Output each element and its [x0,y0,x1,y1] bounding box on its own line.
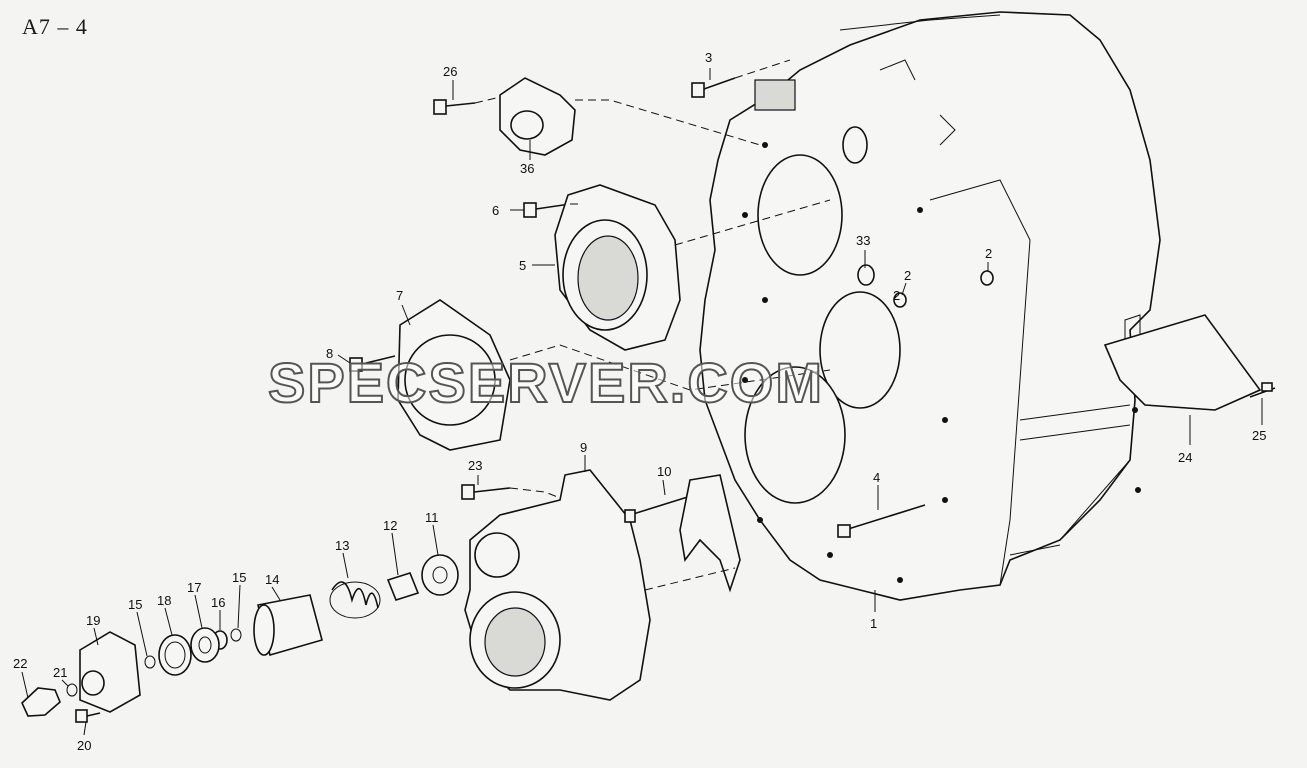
callout-33: 33 [856,233,870,248]
cover-19 [79,631,141,713]
o-ring-21 [66,683,78,697]
bolt-26 [433,99,476,115]
callout-1: 1 [870,616,877,631]
piston-14 [253,594,323,657]
callout-4: 4 [873,470,880,485]
bottom-cover-plate [1103,314,1262,411]
spring-13 [329,581,381,619]
end-cover-7 [397,299,511,451]
bolt-8 [349,355,396,372]
callout-24: 24 [1178,450,1192,465]
callout-26: 26 [443,64,457,79]
o-ring-15a [230,628,242,642]
callout-2a: 2 [985,246,992,261]
callout-12: 12 [383,518,397,533]
seal-17 [190,627,220,663]
callout-15a: 15 [128,597,142,612]
callout-7: 7 [396,288,403,303]
bolt-3 [691,77,736,98]
watermark: SPECSERVER.COM [267,350,824,415]
callout-3: 3 [705,50,712,65]
callout-8: 8 [326,346,333,361]
ring-18 [158,634,192,676]
callout-15b: 15 [232,570,246,585]
o-ring-15b [144,655,156,669]
callout-23: 23 [468,458,482,473]
bearing-cover-5 [554,184,681,351]
long-bolt-4 [837,504,926,538]
callout-25: 25 [1252,428,1266,443]
shift-rod-10 [624,474,741,593]
callout-14: 14 [265,572,279,587]
valve-22 [21,687,61,717]
callout-20: 20 [77,738,91,753]
callout-36: 36 [520,161,534,176]
callout-21: 21 [53,665,67,680]
callout-17: 17 [187,580,201,595]
callout-10: 10 [657,464,671,479]
callout-19: 19 [86,613,100,628]
bolt-20 [75,709,101,723]
callout-16: 16 [211,595,225,610]
transmission-housing [699,11,1161,601]
callout-labels: 1 2 2 2 3 4 5 6 7 8 9 10 11 12 13 14 15 … [13,50,1266,753]
callout-11: 11 [425,510,439,525]
callout-18: 18 [157,593,171,608]
sleeve-12 [386,572,420,601]
shift-housing-9 [464,469,651,701]
assembly-lines [474,59,831,591]
callout-9: 9 [580,440,587,455]
callout-6: 6 [492,203,499,218]
callout-22: 22 [13,656,27,671]
callout-5: 5 [519,258,526,273]
callout-2c: 2 [893,288,900,303]
bracket-36 [499,77,576,156]
diagram-title: A7 – 4 [22,14,88,39]
bolt-23 [461,484,511,500]
callout-2b: 2 [904,268,911,283]
washer-11 [421,554,459,596]
bolt-25 [1249,382,1276,398]
leader-lines [21,68,1263,736]
callout-13: 13 [335,538,349,553]
